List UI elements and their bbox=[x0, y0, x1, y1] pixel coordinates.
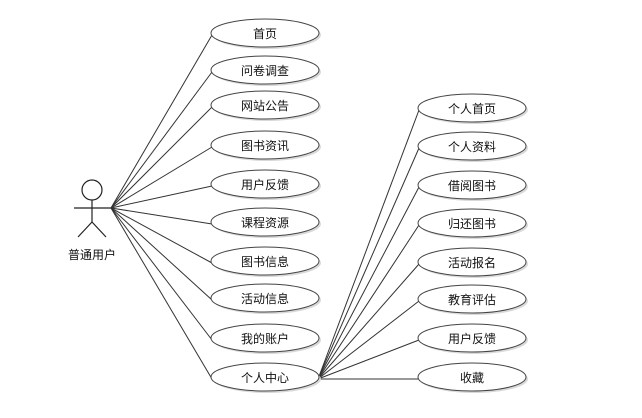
use-case-ellipse bbox=[210, 55, 320, 85]
use-case-1: 首页 bbox=[210, 18, 321, 49]
association-line bbox=[110, 207, 213, 341]
use-case-ellipse bbox=[417, 131, 527, 161]
use-case-label: 个人中心 bbox=[241, 370, 289, 385]
actor-figure: 普通用户 bbox=[68, 179, 116, 262]
use-case-ellipse bbox=[210, 90, 320, 120]
actor-left-leg bbox=[77, 221, 93, 238]
association-line bbox=[110, 71, 213, 209]
use-case-8: 活动信息 bbox=[210, 283, 321, 314]
sub-association-line bbox=[317, 147, 420, 380]
use-case-ellipse bbox=[417, 93, 527, 123]
use-case-label: 借阅图书 bbox=[448, 179, 496, 193]
use-case-label: 收藏 bbox=[460, 371, 484, 385]
association-line bbox=[110, 207, 213, 225]
association-line bbox=[110, 207, 213, 380]
sub-association-line bbox=[317, 300, 420, 380]
use-case-label: 图书信息 bbox=[241, 254, 289, 269]
association-line bbox=[110, 207, 213, 301]
use-cases: 首页问卷调查网站公告图书资讯用户反馈课程资源图书信息活动信息我的账户个人中心个人… bbox=[210, 18, 528, 393]
use-case-label: 课程资源 bbox=[241, 215, 289, 230]
use-case-ellipse bbox=[210, 207, 320, 237]
use-case-label: 归还图书 bbox=[448, 217, 496, 231]
use-case-ellipse bbox=[417, 284, 527, 314]
actor-label: 普通用户 bbox=[68, 247, 116, 262]
use-case-9: 我的账户 bbox=[210, 323, 321, 354]
sub-use-case-8: 收藏 bbox=[417, 362, 528, 393]
association-lines bbox=[110, 34, 420, 380]
use-case-2: 问卷调查 bbox=[210, 55, 321, 86]
use-case-ellipse bbox=[210, 362, 320, 392]
actor-right-leg bbox=[91, 221, 107, 238]
use-case-label: 我的账户 bbox=[241, 331, 289, 346]
sub-use-case-2: 个人资料 bbox=[417, 131, 528, 162]
use-case-ellipse bbox=[210, 18, 320, 48]
use-case-5: 用户反馈 bbox=[210, 169, 321, 200]
use-case-label: 图书资讯 bbox=[241, 139, 289, 153]
association-line bbox=[110, 34, 213, 209]
sub-use-case-3: 借阅图书 bbox=[417, 170, 528, 201]
use-case-ellipse bbox=[417, 247, 527, 277]
use-case-6: 课程资源 bbox=[210, 207, 321, 238]
use-case-ellipse bbox=[210, 323, 320, 353]
sub-use-case-6: 教育评估 bbox=[417, 284, 528, 315]
sub-use-case-1: 个人首页 bbox=[417, 93, 528, 124]
association-line bbox=[110, 207, 213, 264]
use-case-10: 个人中心 bbox=[210, 362, 321, 393]
association-line bbox=[110, 146, 213, 209]
use-case-label: 首页 bbox=[253, 27, 277, 41]
sub-association-line bbox=[317, 339, 420, 380]
use-case-label: 个人首页 bbox=[448, 102, 496, 116]
use-case-ellipse bbox=[417, 208, 527, 238]
use-case-label: 教育评估 bbox=[448, 292, 496, 307]
use-case-ellipse bbox=[417, 170, 527, 200]
sub-association-line bbox=[317, 109, 420, 380]
use-case-label: 问卷调查 bbox=[241, 63, 289, 78]
use-case-ellipse bbox=[210, 169, 320, 199]
sub-use-case-4: 归还图书 bbox=[417, 208, 528, 239]
use-case-label: 活动报名 bbox=[448, 255, 496, 270]
use-case-3: 网站公告 bbox=[210, 90, 321, 121]
use-case-label: 个人资料 bbox=[448, 140, 496, 154]
sub-association-line bbox=[317, 263, 420, 380]
use-case-ellipse bbox=[210, 283, 320, 313]
use-case-4: 图书资讯 bbox=[210, 130, 321, 161]
sub-association-line bbox=[317, 186, 420, 380]
sub-association-line bbox=[317, 224, 420, 380]
use-case-label: 用户反馈 bbox=[241, 177, 289, 192]
use-case-ellipse bbox=[210, 246, 320, 276]
use-case-label: 用户反馈 bbox=[448, 331, 496, 346]
use-case-label: 活动信息 bbox=[241, 291, 289, 306]
use-case-ellipse bbox=[417, 362, 527, 392]
association-line bbox=[110, 106, 213, 209]
sub-use-case-7: 用户反馈 bbox=[417, 323, 528, 354]
sub-use-case-5: 活动报名 bbox=[417, 247, 528, 278]
association-line bbox=[110, 185, 213, 209]
use-case-7: 图书信息 bbox=[210, 246, 321, 277]
actor-head bbox=[81, 179, 103, 201]
use-case-ellipse bbox=[210, 130, 320, 160]
use-case-ellipse bbox=[417, 323, 527, 353]
use-case-label: 网站公告 bbox=[241, 99, 289, 113]
